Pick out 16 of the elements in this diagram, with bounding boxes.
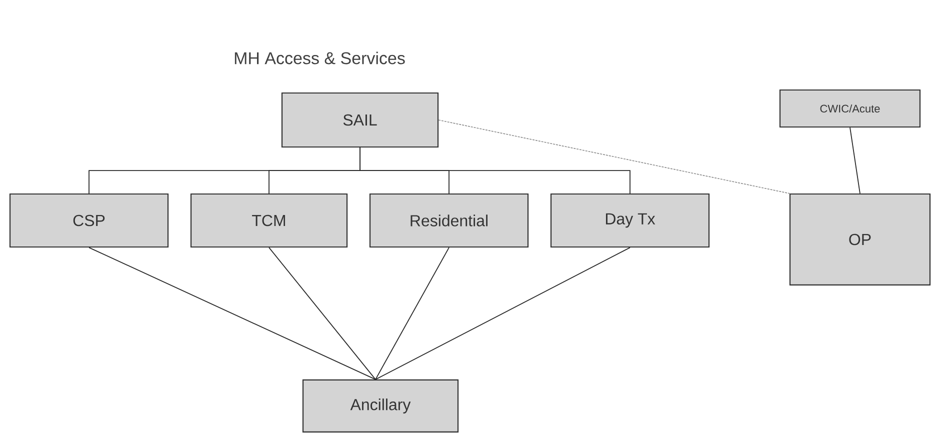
connector-line xyxy=(375,247,450,380)
process-box: CWIC/Acute xyxy=(779,89,921,128)
connector-line xyxy=(268,247,376,380)
process-box: Day Tx xyxy=(550,193,710,248)
title: MH Access & Services xyxy=(234,52,405,64)
connector-line xyxy=(850,127,860,194)
connector-line xyxy=(88,247,376,380)
connector-line xyxy=(360,147,630,194)
connector-line xyxy=(438,120,790,194)
process-box: CSP xyxy=(9,193,169,248)
process-box: Residential xyxy=(369,193,529,248)
process-box: TCM xyxy=(190,193,348,248)
connector-line xyxy=(375,247,630,380)
process-box: OP xyxy=(789,193,931,286)
process-box: SAIL xyxy=(281,92,439,148)
process-box: Ancillary xyxy=(302,379,459,433)
